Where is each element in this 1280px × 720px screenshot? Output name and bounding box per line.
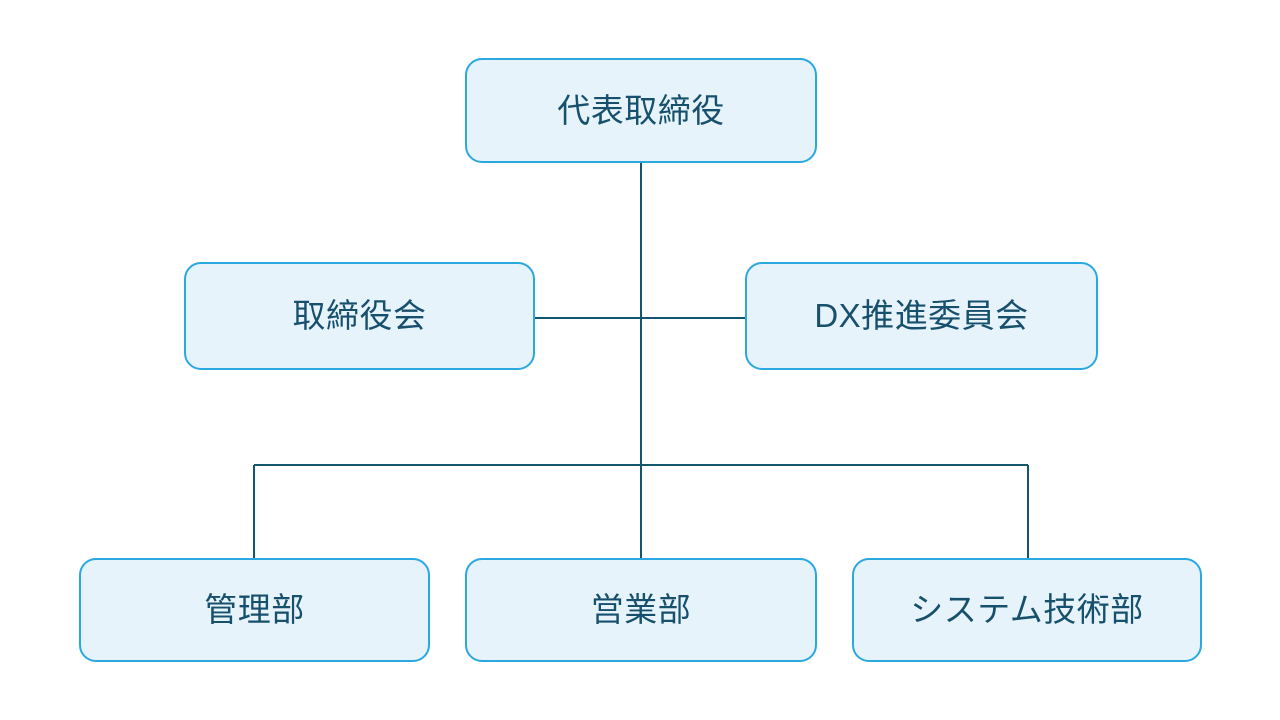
org-node-label: 管理部 <box>204 591 305 629</box>
org-node-administration-department[interactable]: 管理部 <box>79 558 430 662</box>
org-node-sales-department[interactable]: 営業部 <box>465 558 817 662</box>
org-node-label: 営業部 <box>590 591 692 629</box>
org-node-board-of-directors[interactable]: 取締役会 <box>184 262 535 370</box>
org-node-label: 取締役会 <box>292 297 427 335</box>
org-node-label: DX推進委員会 <box>814 297 1029 335</box>
org-node-systems-engineering-department[interactable]: システム技術部 <box>852 558 1202 662</box>
org-node-ceo[interactable]: 代表取締役 <box>465 58 817 163</box>
org-node-label: システム技術部 <box>910 591 1144 629</box>
org-node-label: 代表取締役 <box>557 91 725 129</box>
org-node-dx-promotion-committee[interactable]: DX推進委員会 <box>745 262 1098 370</box>
